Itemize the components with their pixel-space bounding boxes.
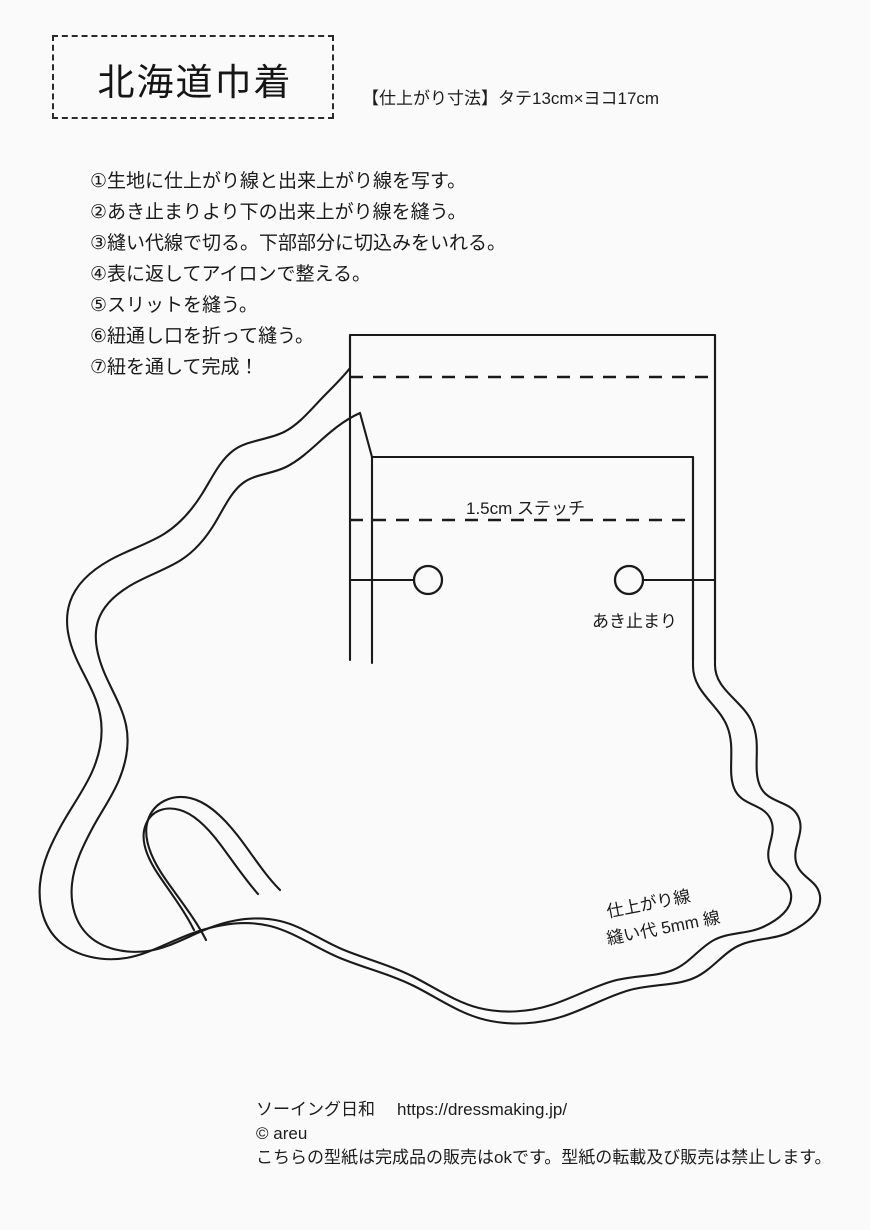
page-title: 北海道巾着: [97, 62, 293, 103]
footer-notice: こちらの型紙は完成品の販売はokです。型紙の転載及び販売は禁止します。: [256, 1148, 832, 1167]
instruction-step: ②あき止まりより下の出来上がり線を縫う。: [90, 202, 467, 223]
footer-site-line: ソーイング日和 https://dressmaking.jp/: [256, 1098, 856, 1122]
instruction-list: ①生地に仕上がり線と出来上がり線を写す。 ②あき止まりより下の出来上がり線を縫う…: [90, 166, 550, 383]
opening-stop-marker-right: [613, 564, 645, 596]
opening-stop-marker-left: [412, 564, 444, 596]
inlet-inner-line: [142, 807, 260, 932]
opening-stop-label: あき止まり: [592, 612, 677, 631]
finished-size-note: 【仕上がり寸法】タテ13cm×ヨコ17cm: [362, 89, 660, 108]
footer-site-url[interactable]: https://dressmaking.jp/: [397, 1100, 568, 1119]
instruction-step: ⑦紐を通して完成！: [90, 357, 259, 378]
instruction-step: ⑤スリットを縫う。: [90, 295, 258, 316]
instruction-step: ④表に返してアイロンで整える。: [90, 264, 371, 285]
instruction-step: ⑥紐通し口を折って縫う。: [90, 326, 314, 347]
footer-site-name: ソーイング日和: [256, 1100, 375, 1119]
title-box: 北海道巾着: [52, 35, 334, 119]
stitch-label: 1.5cm ステッチ: [466, 499, 586, 518]
inlet-outer-line: [145, 796, 282, 942]
instruction-step: ①生地に仕上がり線と出来上がり線を写す。: [90, 171, 467, 192]
footer: ソーイング日和 https://dressmaking.jp/ © areu こ…: [256, 1098, 856, 1170]
instruction-step: ③縫い代線で切る。下部部分に切込みをいれる。: [90, 233, 507, 254]
footer-copyright: © areu: [256, 1124, 308, 1143]
